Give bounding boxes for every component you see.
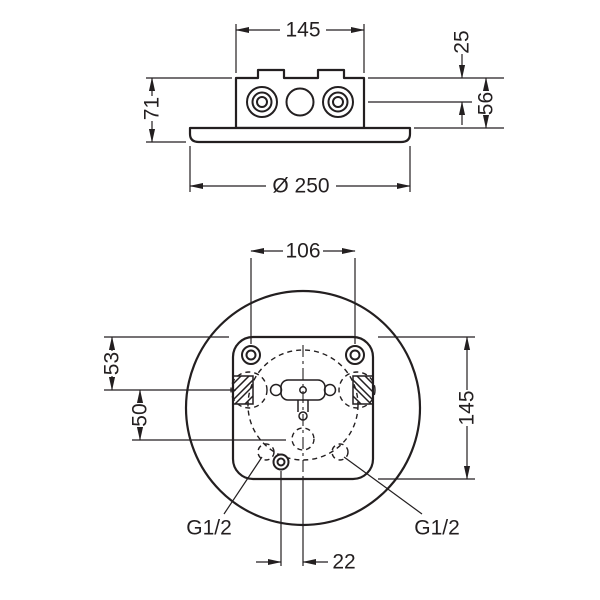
base-plate xyxy=(188,126,412,144)
dim-label-outlet-offset: 22 xyxy=(332,551,355,574)
dim-label-plate-size: 145 xyxy=(456,390,479,425)
dim-label-port-to-outlet: 50 xyxy=(129,403,152,426)
dim-plate-diameter-250: Ø 250 xyxy=(189,146,411,198)
screw-hole-top-right xyxy=(345,345,365,365)
dim-label-hole-spacing: 106 xyxy=(285,240,320,263)
dim-label-total-height: 71 xyxy=(141,97,164,120)
thread-label-right: G1/2 xyxy=(414,517,460,540)
port-left xyxy=(246,86,278,118)
dim-outlet-offset-22: 22 xyxy=(256,471,356,574)
dim-plate-size-145: 145 xyxy=(378,336,479,480)
hidden-outlet-right xyxy=(331,443,349,461)
dim-total-height-71: 71 xyxy=(141,77,232,143)
dim-body-height-56: 56 xyxy=(368,77,504,129)
port-right xyxy=(322,86,354,118)
hidden-internals xyxy=(230,349,376,461)
dim-port-offset-25: 25 xyxy=(368,30,474,125)
port-center xyxy=(285,87,315,117)
dim-label-port-offset: 25 xyxy=(451,30,474,53)
dim-edge-to-port-53: 53 xyxy=(101,336,236,391)
dim-label-width: 145 xyxy=(285,19,320,42)
hidden-outlet-left xyxy=(257,443,275,461)
dim-port-to-outlet-50: 50 xyxy=(129,389,286,441)
dim-label-plate-diameter: Ø 250 xyxy=(272,175,329,198)
hidden-housing-circle xyxy=(247,349,359,461)
side-view: 145 25 56 71 xyxy=(141,19,504,198)
fixing-hole-bottom xyxy=(272,453,290,471)
hidden-center-outlet xyxy=(291,427,315,451)
dim-hole-spacing-106: 106 xyxy=(250,240,356,344)
thread-callout-left: G1/2 xyxy=(186,456,263,540)
thread-callout-right: G1/2 xyxy=(343,456,460,540)
thread-label-left: G1/2 xyxy=(186,517,232,540)
dim-label-body-height: 56 xyxy=(475,92,498,115)
dim-label-edge-to-port: 53 xyxy=(101,352,124,375)
dim-width-145: 145 xyxy=(235,19,365,73)
bottom-view: 106 53 50 145 xyxy=(101,240,479,574)
screw-hole-top-left xyxy=(241,345,261,365)
hidden-port-right xyxy=(338,371,376,409)
